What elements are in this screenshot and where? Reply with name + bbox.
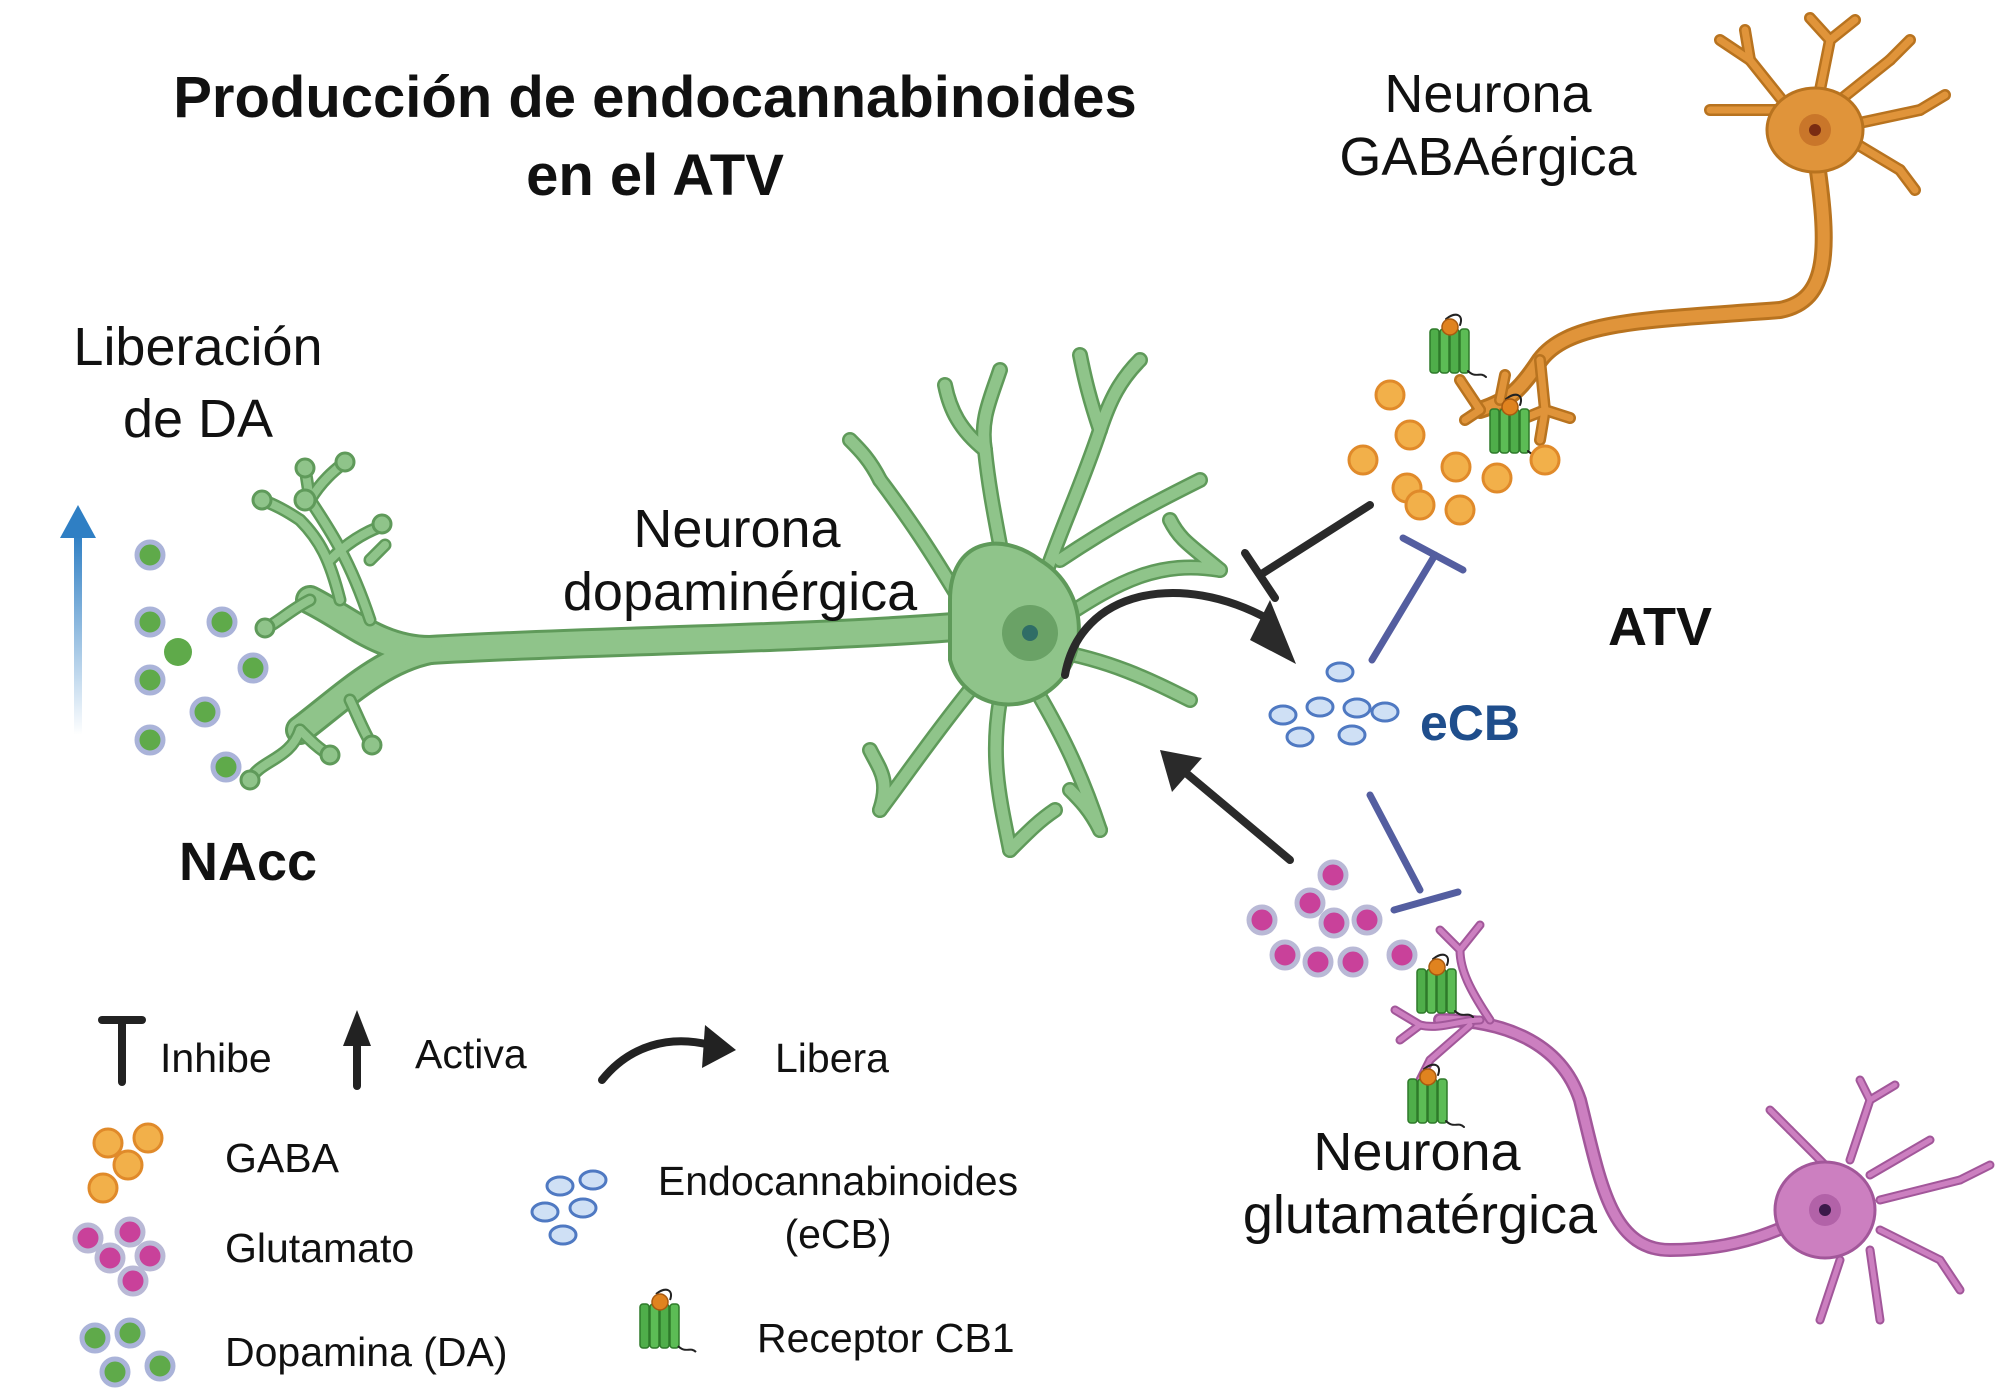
da-neuron-label-2: dopaminérgica [563, 562, 918, 622]
glutamate-activates-da-arrow [1160, 750, 1294, 864]
legend-release-symbol [598, 1025, 736, 1084]
dopamine-vesicles [137, 542, 266, 780]
da-release-label-1: Liberación [73, 317, 322, 377]
glutamate-vesicles [1249, 862, 1415, 975]
legend-inhibit-symbol [98, 1016, 146, 1086]
glutamatergic-neuron [1390, 920, 1995, 1325]
title-line-2: en el ATV [526, 143, 784, 208]
glut-neuron-label-2: glutamatérgica [1243, 1185, 1598, 1245]
da-neuron-label-1: Neurona [633, 499, 841, 559]
atv-label: ATV [1608, 597, 1712, 657]
legend-ecb-label-2: (eCB) [784, 1211, 891, 1257]
legend-activate-symbol [343, 1010, 371, 1090]
legend-activates-label: Activa [415, 1031, 527, 1077]
legend: Inhibe Activa Libera GABA Glutamato Dopa… [75, 1010, 1018, 1385]
gaba-inhibits-da-arrow [1241, 501, 1374, 602]
legend-glutamate-icon [75, 1219, 163, 1294]
legend-dopamine-label: Dopamina (DA) [225, 1329, 508, 1375]
title-line-1: Producción de endocannabinoides [173, 65, 1137, 130]
ecb-label: eCB [1420, 695, 1520, 751]
gaba-neuron-label-2: GABAérgica [1339, 127, 1637, 187]
legend-inhibits-label: Inhibe [160, 1035, 272, 1081]
gabaergic-neuron [1429, 12, 1951, 458]
glut-neuron-label-1: Neurona [1313, 1122, 1521, 1182]
legend-cb1-receptor-icon [639, 1288, 697, 1353]
legend-dopamine-icon [82, 1320, 173, 1385]
da-release-label-2: de DA [123, 389, 273, 449]
legend-glutamate-label: Glutamato [225, 1225, 414, 1271]
ecb-inhibits-gaba [1368, 534, 1467, 664]
legend-gaba-label: GABA [225, 1135, 340, 1181]
legend-receptor-label: Receptor CB1 [757, 1315, 1015, 1361]
dopaminergic-neuron [239, 347, 1228, 858]
legend-ecb-icon [530, 1169, 608, 1246]
legend-ecb-label-1: Endocannabinoides [658, 1158, 1018, 1204]
ecb-inhibits-glutamate [1366, 791, 1462, 914]
ecb-vesicles [1268, 661, 1400, 748]
legend-releases-label: Libera [775, 1035, 889, 1081]
gaba-neuron-label-1: Neurona [1384, 64, 1592, 124]
legend-gaba-icon [87, 1122, 164, 1204]
da-releases-ecb-arrow [1061, 589, 1296, 679]
nacc-label: NAcc [179, 832, 317, 892]
dopamine-release-up-arrow [60, 505, 96, 735]
